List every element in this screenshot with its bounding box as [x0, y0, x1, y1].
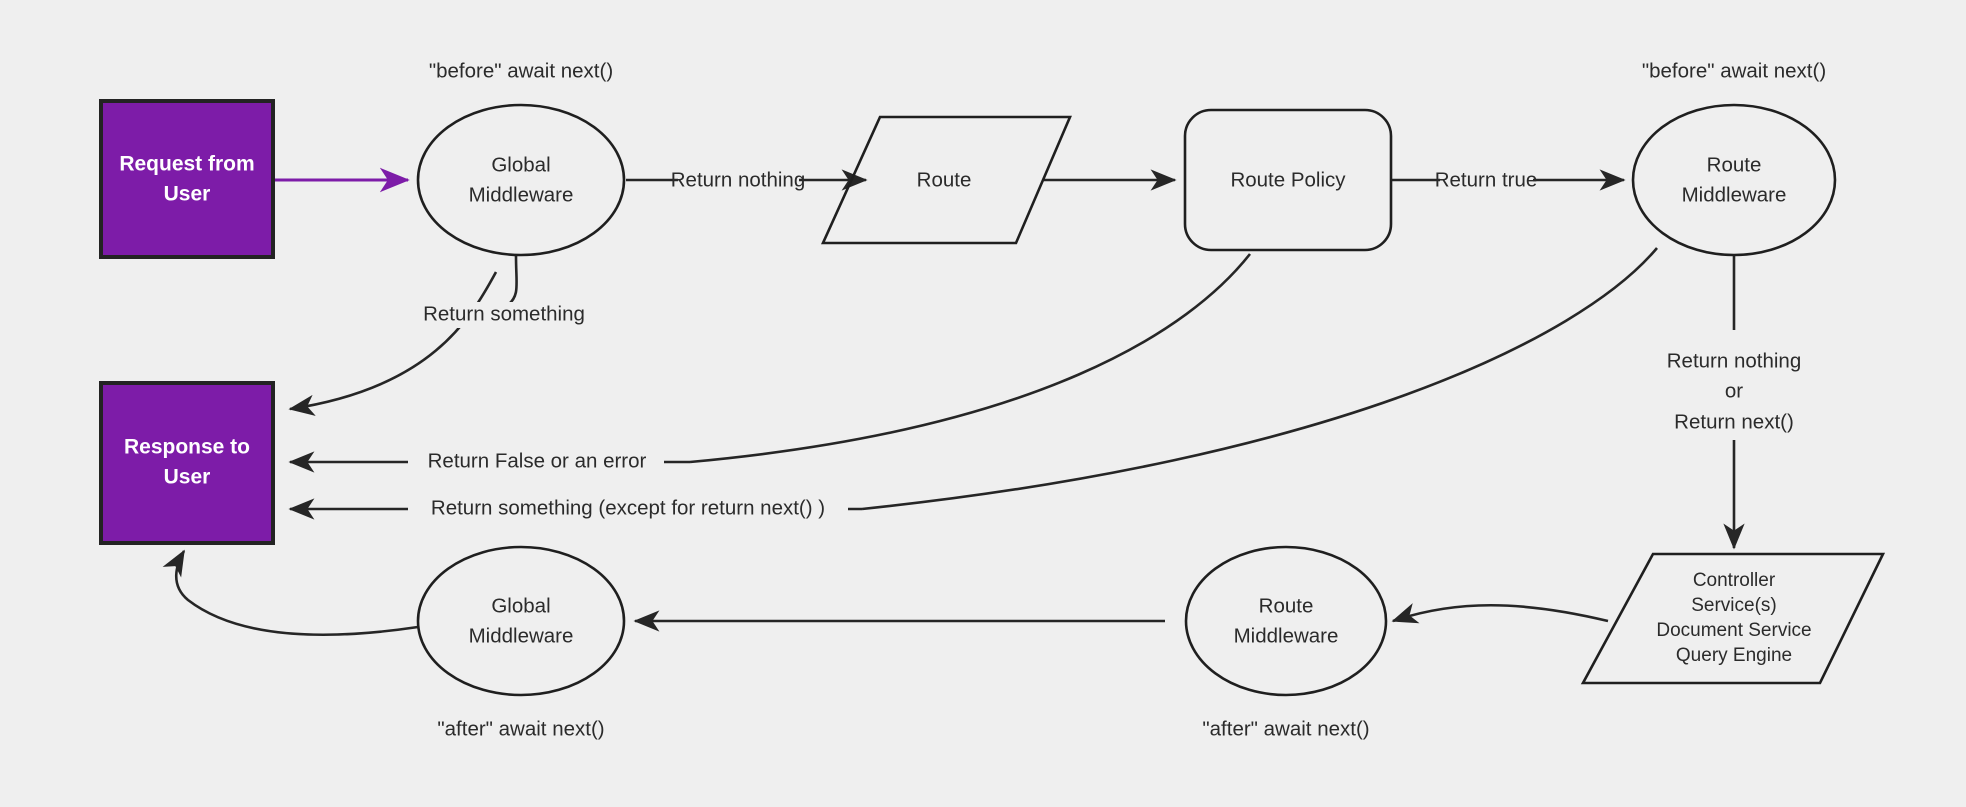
controller-group-label-line1: Controller: [1693, 570, 1776, 591]
annotation-before-global-middleware: "before" await next(): [429, 59, 613, 82]
route-middleware-after-label-line1: Route: [1259, 594, 1314, 617]
edge-label-return-nothing-or-next: Return nothing or Return next(): [1648, 348, 1820, 438]
edge-label-return-something-except-text: Return something (except for return next…: [431, 496, 825, 519]
edge-label-return-nothing-line3: Return next(): [1674, 410, 1794, 433]
global-middleware-after-label-line2: Middleware: [469, 624, 574, 647]
controller-group-label-line3: Document Service: [1656, 620, 1811, 641]
edge-policy-return-false-curve: [689, 253, 1252, 464]
annotation-before-route-middleware: "before" await next(): [1642, 59, 1826, 82]
route-middleware-after-label-line2: Middleware: [1234, 624, 1339, 647]
node-route-middleware-before[interactable]: Route Middleware: [1631, 103, 1837, 257]
global-middleware-after-ellipse[interactable]: [416, 545, 626, 697]
response-to-user-label-line2: User: [164, 466, 211, 489]
global-middleware-after-label-line1: Global: [491, 594, 550, 617]
request-from-user-box[interactable]: [99, 99, 275, 259]
edge-label-return-false-bg: [410, 449, 664, 475]
route-middleware-after-ellipse[interactable]: [1184, 545, 1388, 697]
edge-label-return-nothing-line2: or: [1725, 379, 1743, 402]
controller-group-parallelogram[interactable]: [1580, 552, 1886, 685]
node-global-middleware-before[interactable]: Global Middleware: [416, 103, 626, 257]
edge-label-return-nothing: Return nothing: [671, 168, 805, 193]
node-route-policy[interactable]: Route Policy: [1183, 108, 1393, 252]
global-middleware-before-ellipse[interactable]: [416, 103, 626, 257]
route-parallelogram[interactable]: [820, 115, 1072, 245]
edge-label-return-nothing-text: Return nothing: [671, 168, 805, 191]
edge-label-return-true: Return true: [1435, 168, 1538, 193]
node-response-to-user[interactable]: Response to User: [99, 381, 275, 545]
edge-label-return-nothing-bg: [678, 168, 799, 193]
global-middleware-before-label-line1: Global: [491, 153, 550, 176]
edge-label-return-something-except-bg: [408, 496, 848, 522]
controller-group-label-line4: Query Engine: [1676, 645, 1792, 666]
route-policy-label: Route Policy: [1230, 168, 1346, 191]
route-middleware-before-ellipse[interactable]: [1631, 103, 1837, 257]
route-middleware-before-label-line1: Route: [1707, 153, 1762, 176]
node-controller-group[interactable]: Controller Service(s) Document Service Q…: [1580, 552, 1886, 685]
edge-label-return-something-text: Return something: [423, 302, 585, 325]
edge-label-return-false-text: Return False or an error: [428, 449, 647, 472]
global-middleware-before-label-line2: Middleware: [469, 183, 574, 206]
edge-global-return-something-upper: [507, 255, 518, 306]
request-from-user-label-line2: User: [164, 183, 211, 206]
response-to-user-box[interactable]: [99, 381, 275, 545]
edge-label-return-something-bg: [412, 302, 596, 328]
response-to-user-label-line1: Response to: [124, 436, 250, 459]
edge-route-mw-return-something-curve: [861, 247, 1658, 511]
edge-label-return-false-or-error: Return False or an error: [410, 449, 664, 475]
edge-label-return-something-except-next: Return something (except for return next…: [408, 496, 848, 522]
route-policy-box[interactable]: [1183, 108, 1393, 252]
edge-label-return-true-text: Return true: [1435, 168, 1538, 191]
node-route[interactable]: Route: [820, 115, 1072, 245]
edge-label-return-something: Return something: [412, 302, 596, 328]
route-label: Route: [917, 168, 972, 191]
edge-label-return-true-bg: [1440, 168, 1533, 193]
controller-group-label-line2: Service(s): [1691, 595, 1777, 616]
request-from-user-label-line1: Request from: [119, 153, 254, 176]
node-request-from-user[interactable]: Request from User: [99, 99, 275, 259]
edge-global-mw-after-to-response: [162, 549, 419, 637]
edge-global-return-something: [288, 271, 498, 416]
annotation-after-global-middleware: "after" await next(): [437, 717, 604, 740]
node-global-middleware-after[interactable]: Global Middleware: [416, 545, 626, 697]
edge-label-return-nothing-or-next-bg: [1648, 348, 1820, 438]
edge-controller-to-route-middleware-after: [1391, 603, 1609, 624]
edge-label-return-nothing-line1: Return nothing: [1667, 349, 1801, 372]
node-route-middleware-after[interactable]: Route Middleware: [1184, 545, 1388, 697]
route-middleware-before-label-line2: Middleware: [1682, 183, 1787, 206]
annotation-after-route-middleware: "after" await next(): [1202, 717, 1369, 740]
